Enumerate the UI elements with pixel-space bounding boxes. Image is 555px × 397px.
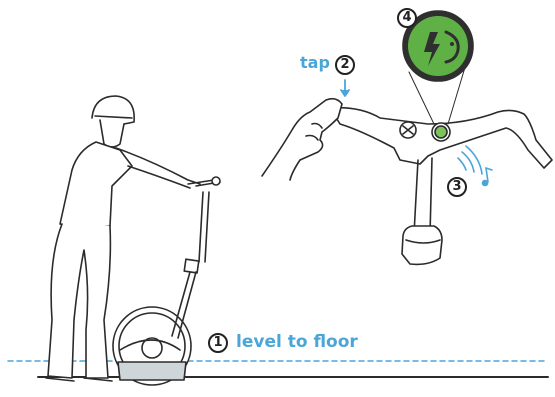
step-3-number: 3 <box>447 177 467 197</box>
power-indicator-icon <box>402 10 474 82</box>
step-1-number: 1 <box>208 333 228 353</box>
sound-waves-icon <box>457 145 483 175</box>
step-2-number: 2 <box>335 55 355 75</box>
segway-icon <box>112 176 221 386</box>
step-1-label: level to floor <box>236 332 358 352</box>
hand-icon <box>261 97 343 181</box>
tap-arrow-icon <box>340 79 350 97</box>
person-icon <box>45 95 201 382</box>
step-2-label: tap <box>300 53 330 72</box>
handlebar-icon <box>329 106 553 266</box>
step-4-number: 4 <box>397 8 417 28</box>
music-note-icon <box>481 167 493 187</box>
